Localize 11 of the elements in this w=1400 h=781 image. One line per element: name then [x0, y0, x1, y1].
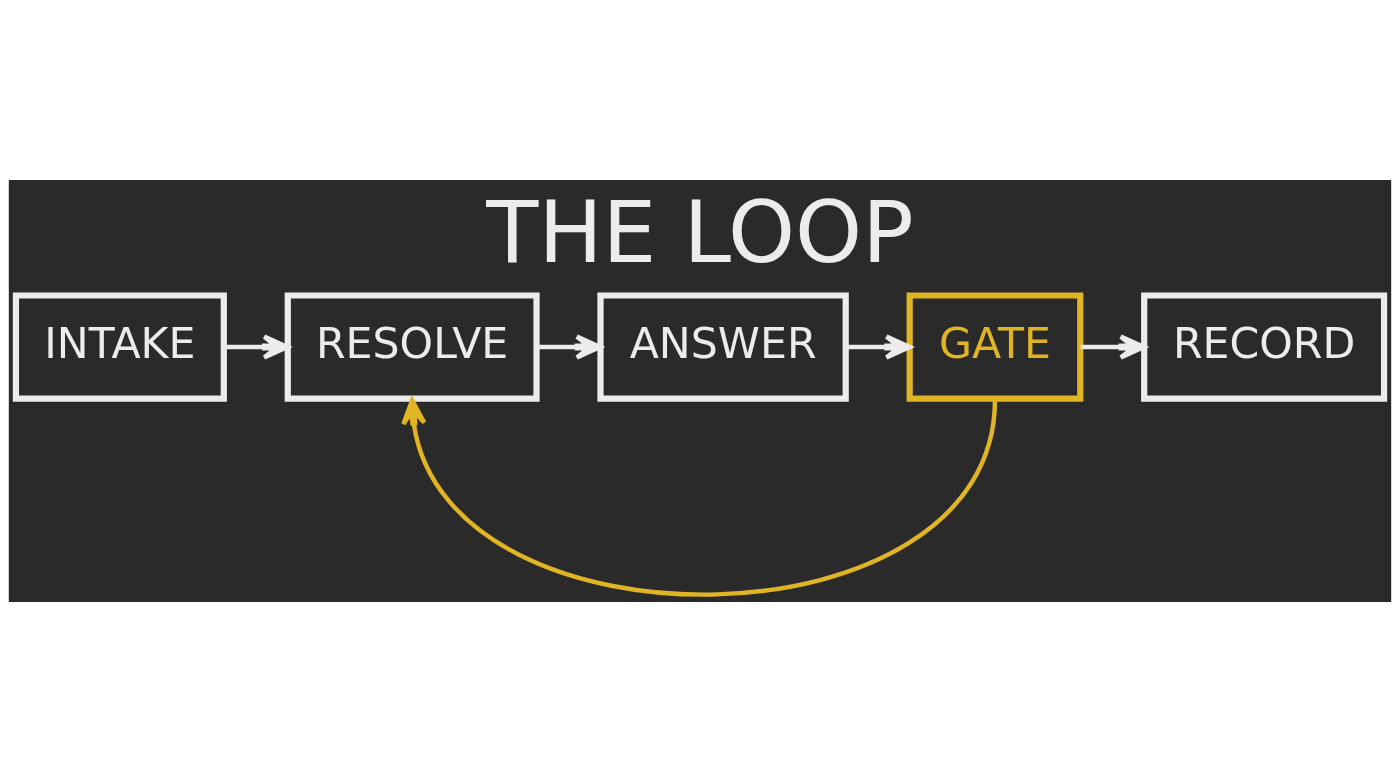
- node-box: INTAKE: [12, 291, 227, 402]
- node-box: RECORD: [1141, 291, 1388, 402]
- arrow: [401, 397, 998, 596]
- diagram-title: THE LOOP: [486, 182, 914, 282]
- arrow: [1080, 333, 1147, 360]
- arrow: [537, 333, 603, 360]
- node-box: GATE: [906, 291, 1084, 402]
- node-box: ANSWER: [597, 291, 849, 402]
- arrow: [846, 333, 912, 360]
- node-box: RESOLVE: [284, 291, 540, 402]
- arrow: [224, 333, 290, 360]
